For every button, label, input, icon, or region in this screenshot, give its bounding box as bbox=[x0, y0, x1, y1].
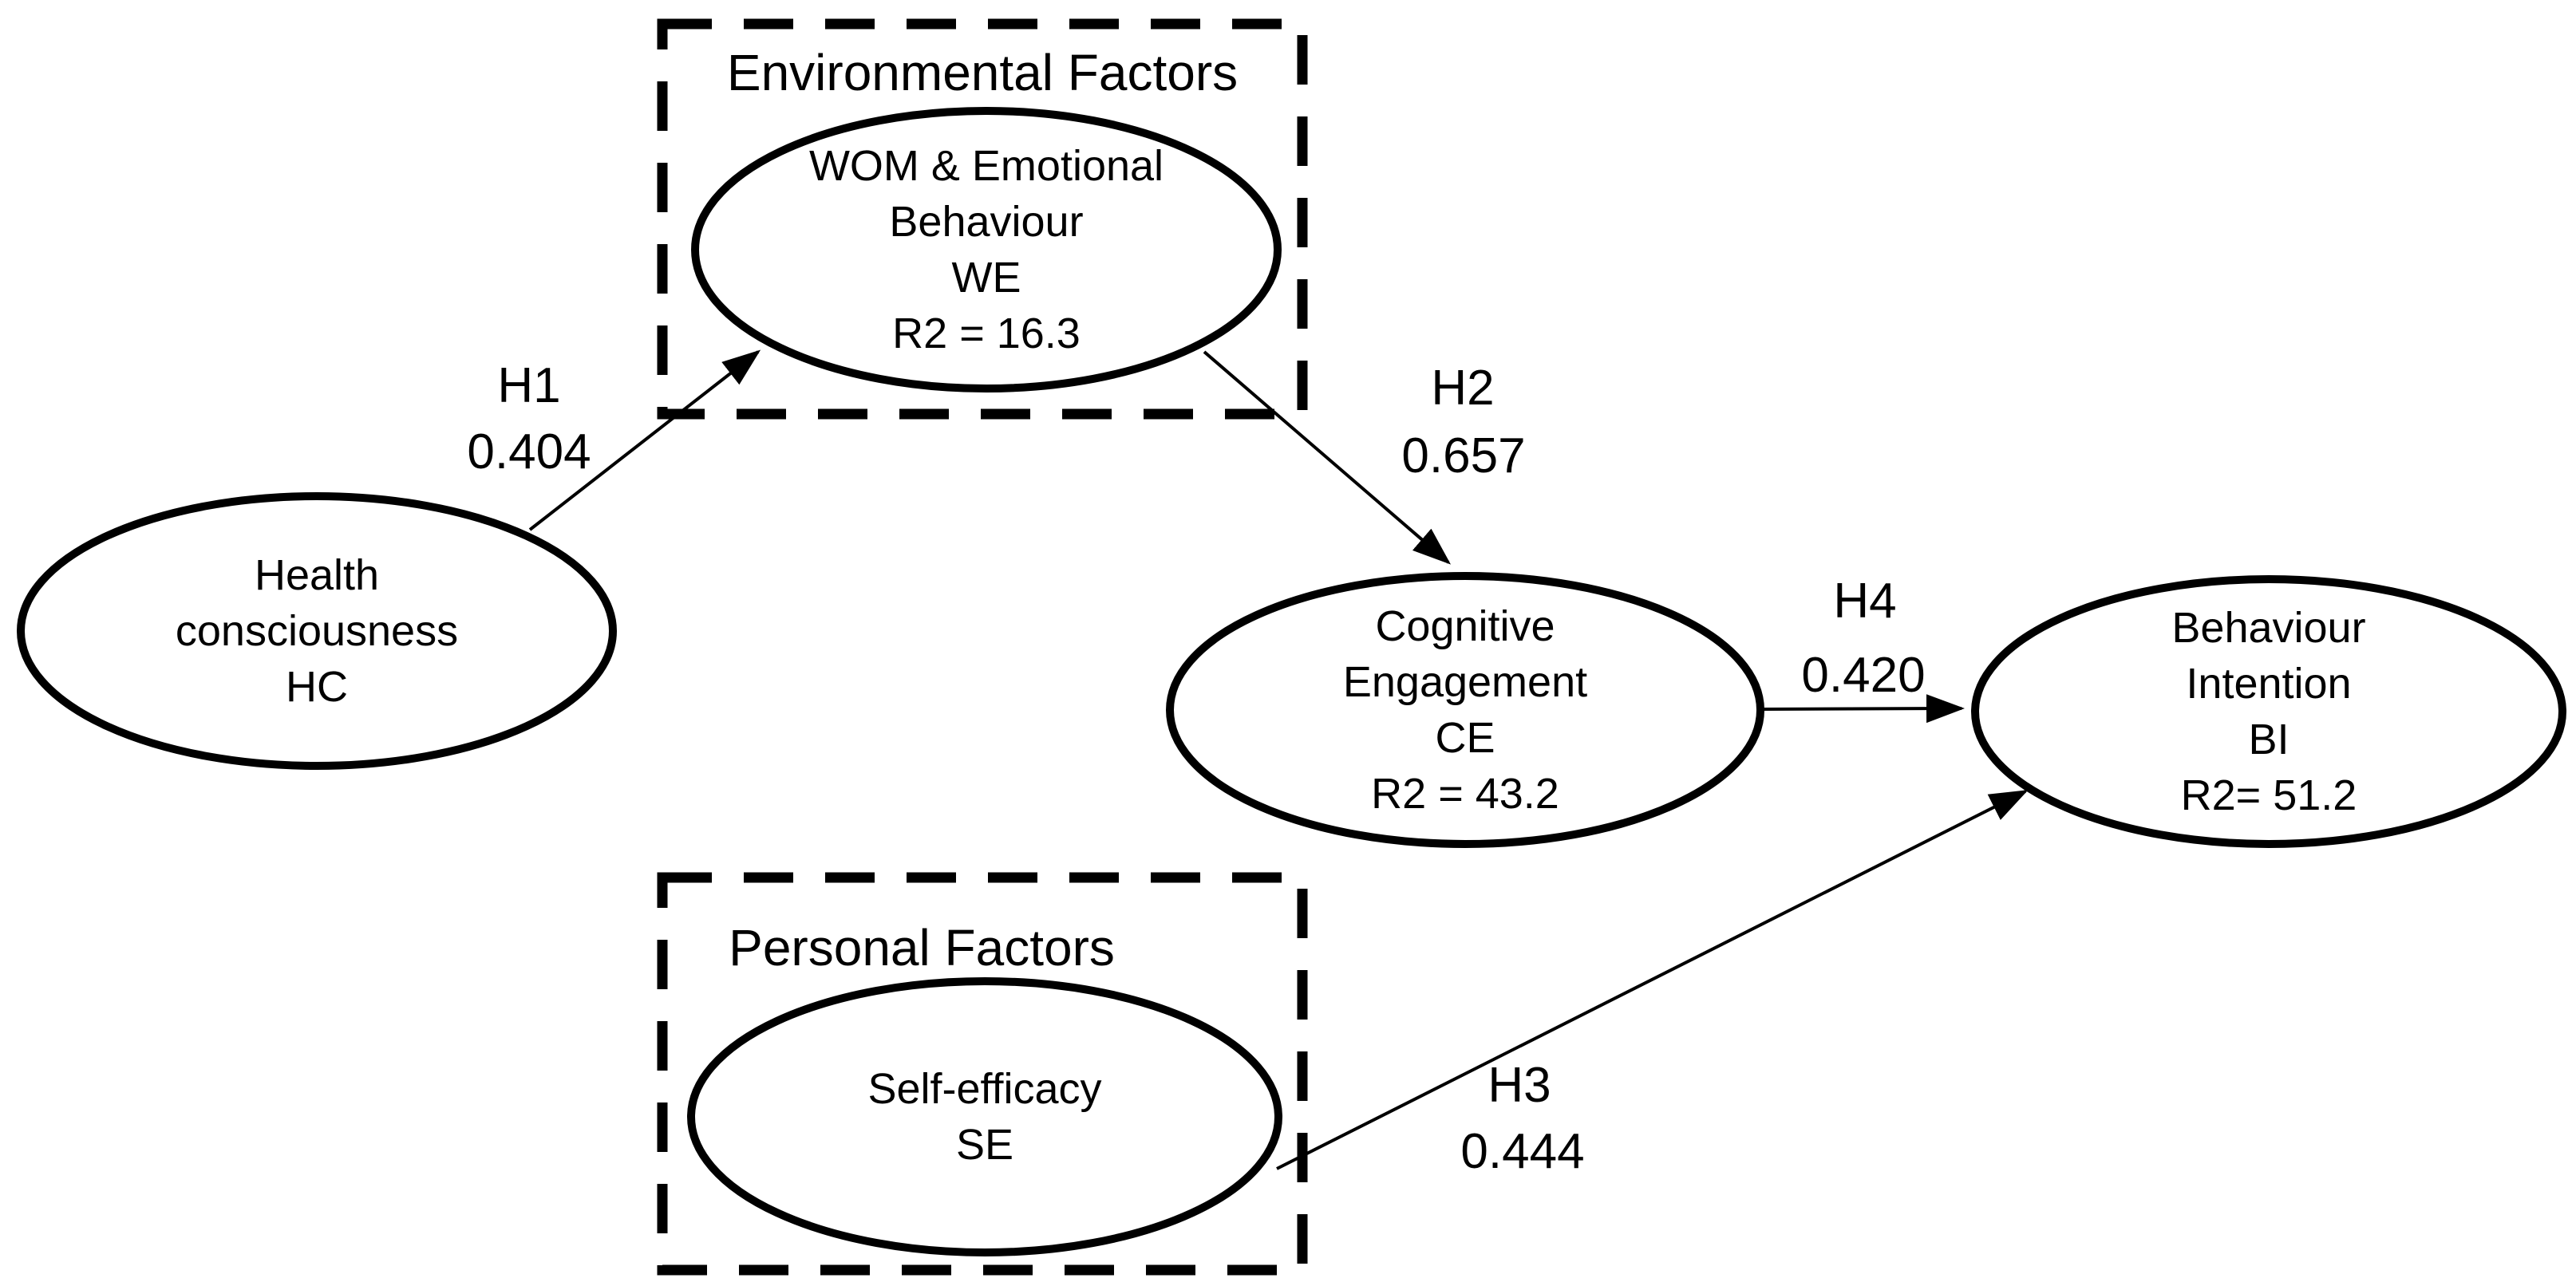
personal-factors-box bbox=[657, 872, 1308, 1276]
node-hc: Health consciousness HC bbox=[17, 492, 617, 770]
node-ce: Cognitive Engagement CE R2 = 43.2 bbox=[1166, 572, 1764, 848]
h2-coefficient: 0.657 bbox=[1401, 428, 1525, 483]
node-bi-line: BI bbox=[2248, 716, 2289, 763]
node-we-line: R2 = 16.3 bbox=[892, 310, 1081, 357]
node-bi-line: Intention bbox=[2186, 660, 2351, 708]
environmental-factors-box bbox=[657, 18, 1308, 420]
node-we-line: Behaviour bbox=[889, 198, 1083, 246]
h3-arrow bbox=[1276, 790, 2029, 1170]
h4-coefficient: 0.420 bbox=[1801, 648, 1925, 703]
h2-arrow bbox=[1203, 350, 1452, 565]
node-se-line: SE bbox=[956, 1121, 1013, 1169]
node-we-line: WE bbox=[952, 254, 1021, 302]
node-hc-line: consciousness bbox=[176, 607, 458, 655]
node-we: WOM & Emotional Behaviour WE R2 = 16.3 bbox=[691, 107, 1282, 392]
node-ce-line: Cognitive bbox=[1375, 602, 1555, 650]
h2-label: H2 bbox=[1431, 361, 1494, 416]
node-ce-ellipse bbox=[1166, 572, 1764, 848]
environmental-factors-title: Environmental Factors bbox=[727, 44, 1238, 101]
node-ce-line: CE bbox=[1435, 714, 1495, 762]
h3-label: H3 bbox=[1488, 1058, 1551, 1113]
node-se-ellipse bbox=[687, 977, 1282, 1256]
node-hc-line: Health bbox=[255, 551, 379, 599]
node-hc-line: HC bbox=[286, 663, 348, 711]
h1-arrow bbox=[528, 349, 761, 531]
node-se: Self-efficacy SE bbox=[687, 977, 1282, 1256]
h4-label: H4 bbox=[1833, 574, 1896, 629]
h1-coefficient: 0.404 bbox=[467, 424, 591, 479]
node-hc-ellipse bbox=[17, 492, 617, 770]
h1-label: H1 bbox=[497, 358, 560, 413]
node-we-line: WOM & Emotional bbox=[809, 142, 1164, 190]
personal-factors-title: Personal Factors bbox=[729, 919, 1115, 976]
h3-coefficient: 0.444 bbox=[1460, 1124, 1584, 1179]
path-arrows bbox=[528, 349, 2029, 1170]
node-we-ellipse bbox=[691, 107, 1282, 392]
node-ce-line: R2 = 43.2 bbox=[1371, 770, 1559, 818]
path-labels: H1 0.404 H2 0.657 H3 0.444 H4 0.420 bbox=[467, 358, 1925, 1179]
group-environmental-factors: Environmental Factors bbox=[657, 18, 1308, 420]
h4-arrow bbox=[1760, 694, 1965, 724]
node-ce-line: Engagement bbox=[1343, 658, 1587, 706]
node-se-line: Self-efficacy bbox=[867, 1065, 1101, 1113]
node-bi: Behaviour Intention BI R2= 51.2 bbox=[1971, 575, 2566, 848]
node-bi-ellipse bbox=[1971, 575, 2566, 848]
node-bi-line: R2= 51.2 bbox=[2181, 771, 2357, 819]
node-bi-line: Behaviour bbox=[2171, 604, 2365, 652]
group-personal-factors: Personal Factors bbox=[657, 872, 1308, 1276]
